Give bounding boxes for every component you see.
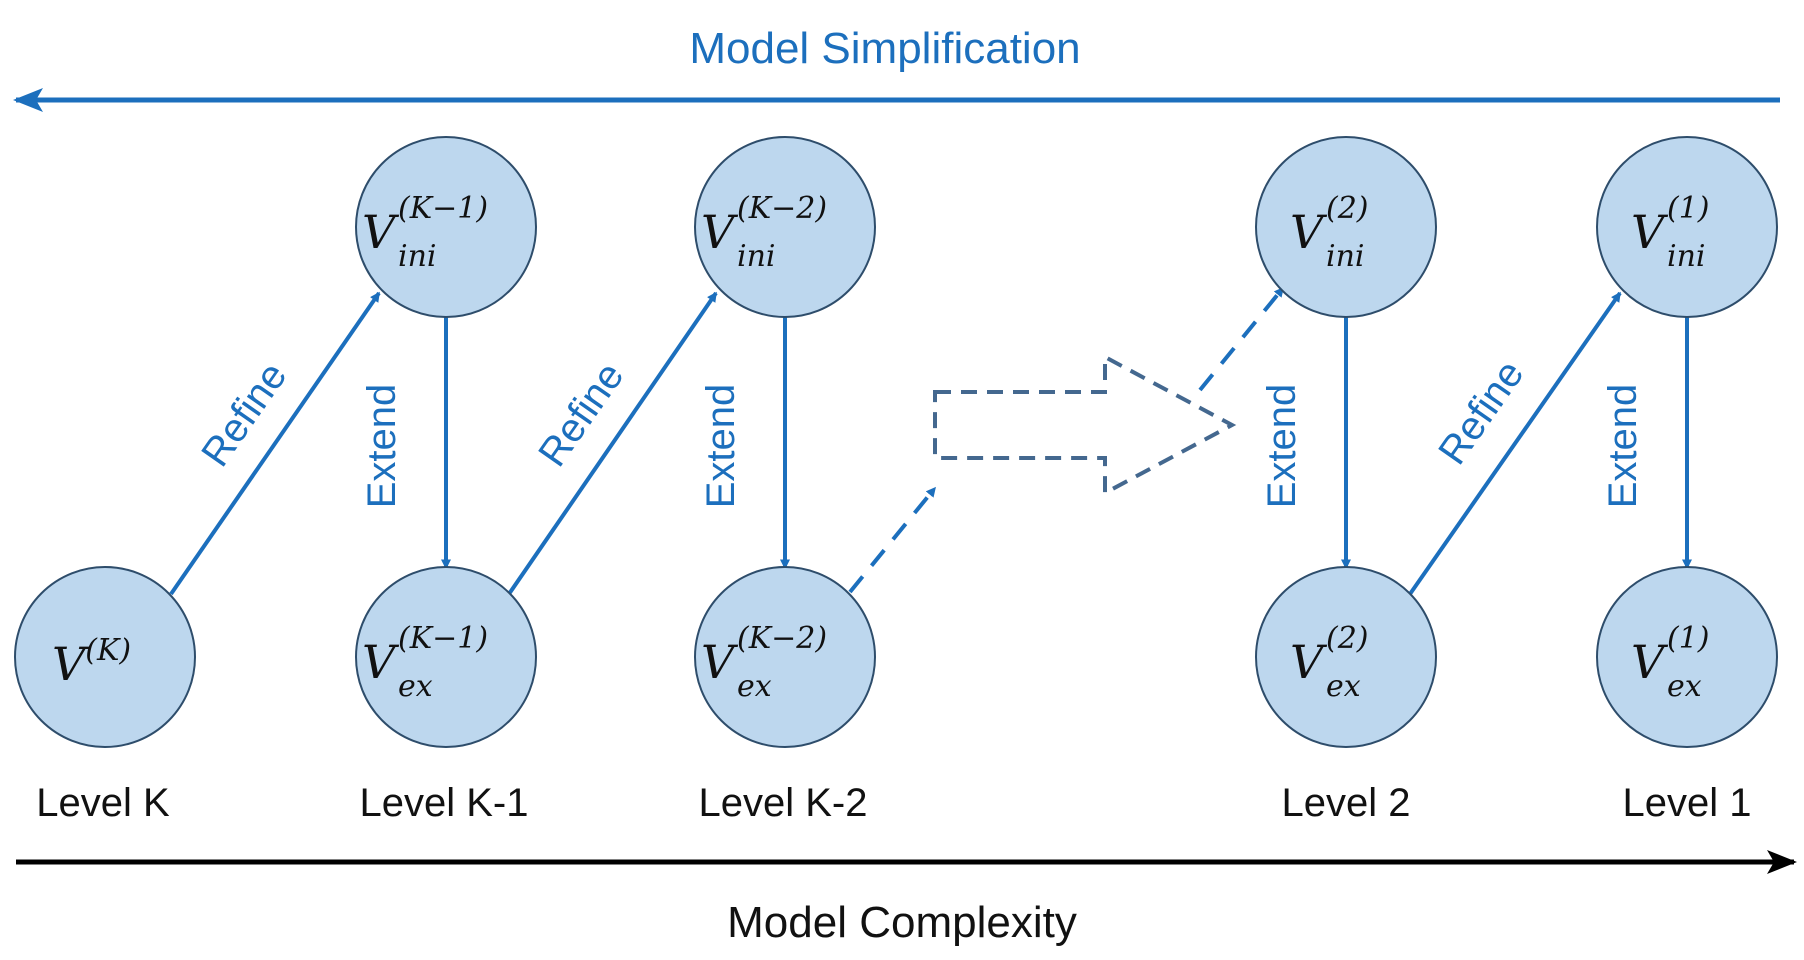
label-v-ex-k2-sup: (K−2) — [737, 621, 827, 656]
node-level-k2-bottom — [694, 566, 876, 748]
dashed-edge-to-2 — [1198, 286, 1285, 392]
nodes — [14, 136, 1778, 748]
label-v-ex-k1-sup: (K−1) — [398, 621, 488, 656]
label-v-ex-1-sup: (1) — [1667, 621, 1710, 656]
level-label-k: Level K — [36, 781, 170, 825]
level-label-2: Level 2 — [1282, 781, 1411, 825]
level-label-k1: Level K-1 — [360, 781, 529, 825]
node-level-k1-bottom — [355, 566, 537, 748]
label-v-ini-1-sup: (1) — [1667, 191, 1710, 226]
continuation-arrow — [933, 353, 1237, 497]
level-labels: Level K Level K-1 Level K-2 Level 2 Leve… — [36, 781, 1751, 825]
label-v-ini-2-base: V — [1290, 205, 1328, 259]
dashed-edge-from-k2 — [848, 486, 937, 594]
label-v-ini-1-sub: ini — [1667, 239, 1706, 274]
edges — [169, 291, 1692, 596]
node-level-2-top — [1255, 136, 1437, 318]
node-level-2-bottom — [1255, 566, 1437, 748]
label-v-ini-2-sup: (2) — [1326, 191, 1369, 226]
model-complexity-title: Model Complexity — [727, 898, 1077, 947]
node-level-k2-top — [694, 136, 876, 318]
node-labels: V(K) V (K−1) ini V (K−1) ex V (K−2) ini … — [52, 191, 1710, 704]
label-v-ini-k2-sub: ini — [737, 239, 776, 274]
label-v-ex-k1-sub: ex — [398, 669, 433, 704]
extend-label-k1: Extend — [360, 384, 404, 509]
extend-label-2: Extend — [1260, 384, 1304, 509]
level-label-1: Level 1 — [1623, 781, 1752, 825]
refine-label-2: Refine — [1430, 353, 1532, 473]
label-v-ex-k1-base: V — [362, 635, 400, 689]
refine-label-k1: Refine — [530, 355, 632, 475]
extend-label-k2: Extend — [699, 384, 743, 509]
level-label-k2: Level K-2 — [699, 781, 868, 825]
refine-label-k: Refine — [193, 355, 295, 475]
model-simplification-title: Model Simplification — [689, 24, 1080, 73]
node-level-k1-top — [355, 136, 537, 318]
refine-edge-k1 — [507, 291, 718, 596]
label-v-ex-1-base: V — [1631, 635, 1669, 689]
label-v-ini-k1-sub: ini — [398, 239, 437, 274]
label-v-ex-1-sub: ex — [1667, 669, 1702, 704]
refine-edge-k — [169, 291, 381, 596]
label-v-ini-k1-base: V — [362, 205, 400, 259]
label-v-ini-k1-sup: (K−1) — [398, 191, 488, 226]
node-level-1-bottom — [1596, 566, 1778, 748]
node-level-1-top — [1596, 136, 1778, 318]
node-level-k — [14, 566, 196, 748]
label-v-ex-2-sup: (2) — [1326, 621, 1369, 656]
label-v-ini-k2-base: V — [701, 205, 739, 259]
label-v-ex-2-base: V — [1290, 635, 1328, 689]
label-v-ini-2-sub: ini — [1326, 239, 1365, 274]
refine-edge-2 — [1408, 291, 1622, 596]
label-v-k: V(K) — [52, 633, 131, 691]
extend-label-1: Extend — [1601, 384, 1645, 509]
label-v-ex-2-sub: ex — [1326, 669, 1361, 704]
label-v-ini-1-base: V — [1631, 205, 1669, 259]
label-v-ini-k2-sup: (K−2) — [737, 191, 827, 226]
label-v-ex-k2-sub: ex — [737, 669, 772, 704]
dashed-edges — [848, 286, 1285, 594]
label-v-ex-k2-base: V — [701, 635, 739, 689]
